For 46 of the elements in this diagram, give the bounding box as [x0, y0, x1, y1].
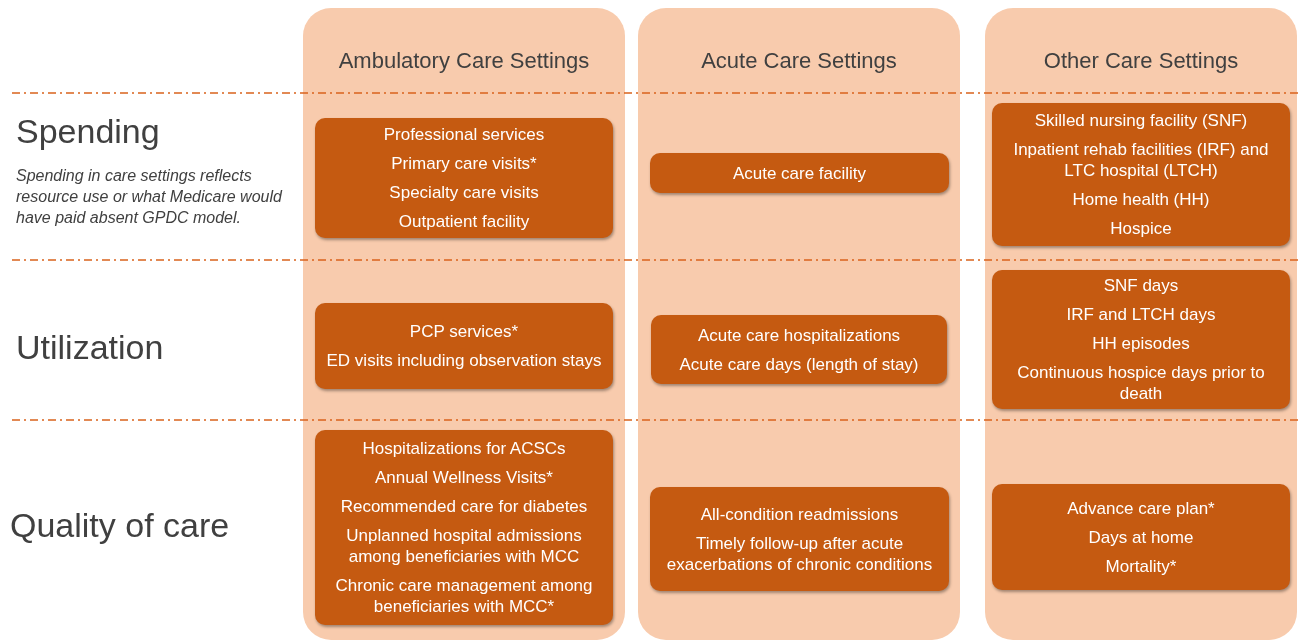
metric-item: All-condition readmissions — [700, 503, 899, 525]
metric-item: ED visits including observation stays — [326, 350, 602, 371]
metric-item: Timely follow-up after acute exacerbations of chronic conditions — [665, 532, 934, 575]
metric-item: Recommended care for diabetes — [340, 496, 588, 517]
metric-item: Hospitalizations for ACSCs — [362, 438, 566, 459]
metric-item: Acute care hospitalizations — [697, 324, 901, 346]
row-heading: Spending — [16, 112, 161, 151]
metric-box — [315, 303, 613, 389]
column-panel — [638, 8, 960, 640]
metric-item: Hospice — [1110, 218, 1172, 239]
metric-item: Chronic care management among beneficiaries with MCC* — [334, 575, 594, 617]
column-panel — [303, 8, 625, 640]
metric-item: Unplanned hospital admissions among beneficiaries with MCC — [345, 525, 583, 567]
metric-item: PCP services* — [409, 321, 519, 342]
metric-item: Outpatient facility — [398, 211, 530, 232]
metric-item: Days at home — [1088, 526, 1194, 548]
metric-box — [650, 487, 949, 591]
metric-item: Primary care visits* — [391, 153, 537, 174]
metric-item: Acute care days (length of stay) — [679, 353, 919, 375]
metric-box — [992, 103, 1290, 246]
note-text: Spending in care settings reflects resource use or what Medicare would have paid absent GPDC model. — [16, 166, 284, 228]
metric-item: Advance care plan* — [1067, 497, 1215, 519]
metric-item: SNF days — [1103, 275, 1179, 296]
metric-item: Home health (HH) — [1072, 189, 1210, 210]
metric-box — [650, 153, 949, 193]
metric-item: Acute care facility — [732, 162, 867, 184]
row-heading: Quality of care — [10, 506, 231, 545]
column-panel — [985, 8, 1297, 640]
metric-box — [651, 315, 947, 384]
metric-box — [992, 484, 1290, 590]
metric-item: IRF and LTCH days — [1066, 304, 1216, 325]
metric-box — [992, 270, 1290, 409]
metric-item: Professional services — [383, 124, 545, 145]
metric-item: Skilled nursing facility (SNF) — [1034, 110, 1248, 131]
metric-item: Specialty care visits — [389, 182, 539, 203]
metric-item: Inpatient rehab facilities (IRF) and LTC hospital (LTCH) — [1012, 139, 1270, 181]
metric-box — [315, 430, 613, 625]
metric-item: HH episodes — [1092, 333, 1190, 354]
row-heading: Utilization — [16, 328, 165, 367]
metric-item: Mortality* — [1105, 555, 1177, 577]
column-heading: Acute Care Settings — [700, 48, 898, 74]
metric-box — [315, 118, 613, 238]
column-heading: Other Care Settings — [1042, 48, 1240, 74]
metric-item: Continuous hospice days prior to death — [1016, 362, 1266, 404]
metric-item: Annual Wellness Visits* — [375, 467, 553, 488]
column-heading: Ambulatory Care Settings — [337, 48, 591, 74]
